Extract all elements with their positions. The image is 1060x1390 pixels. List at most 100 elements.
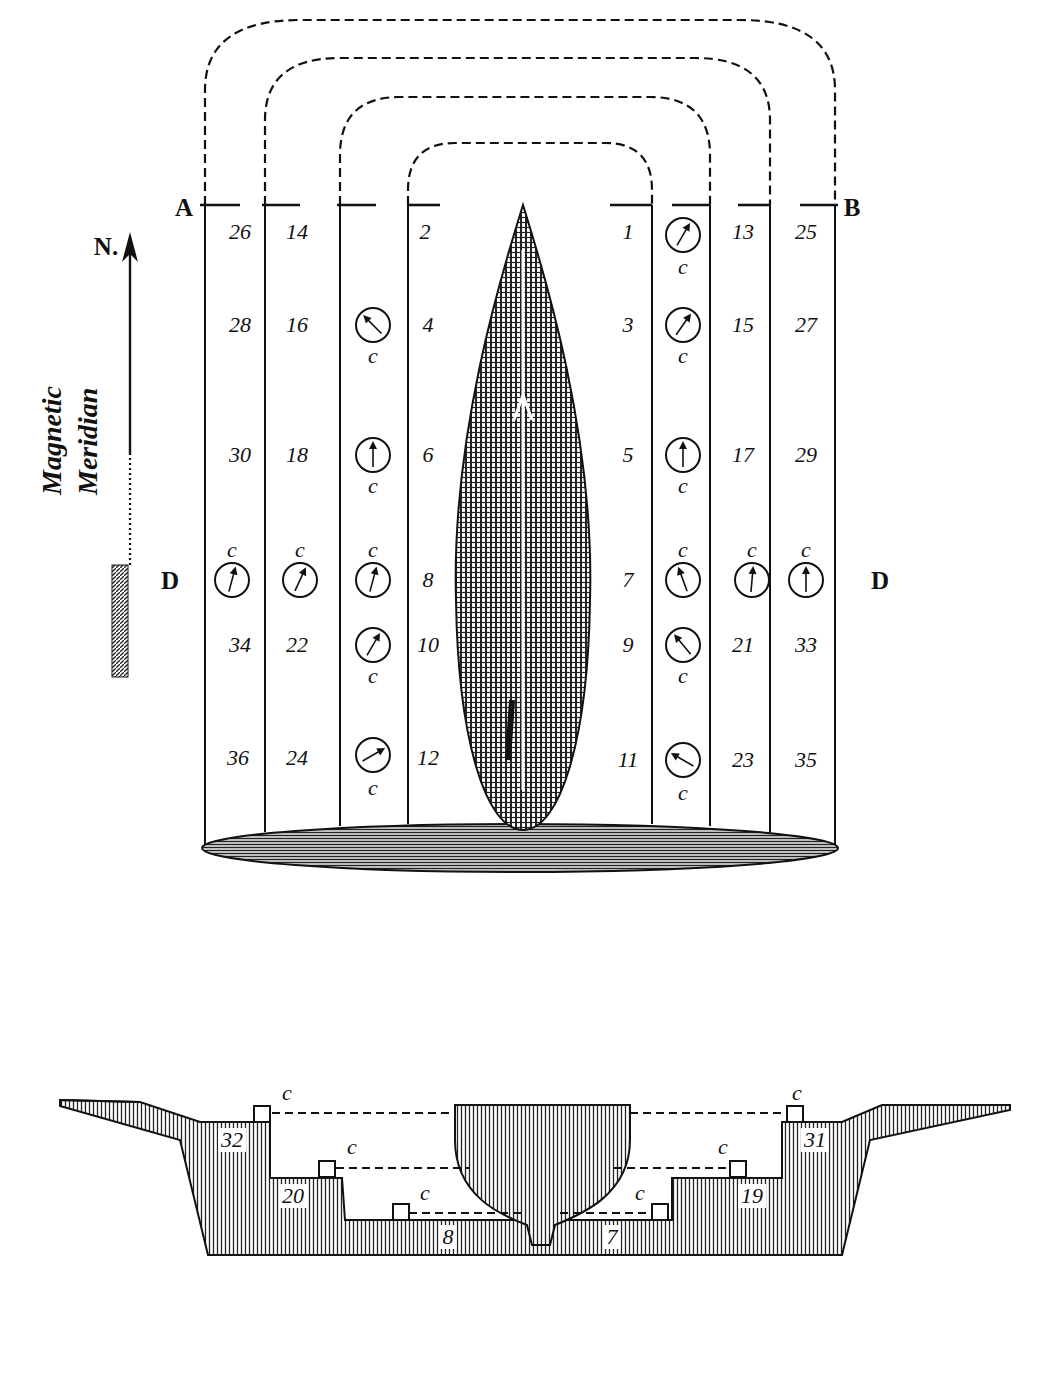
compass-needle bbox=[360, 312, 384, 336]
station-label: 28 bbox=[229, 314, 251, 336]
compass-needle bbox=[369, 441, 377, 467]
station-label: 18 bbox=[286, 444, 308, 466]
station-label: c bbox=[678, 256, 688, 278]
station-label: c bbox=[368, 475, 378, 497]
compass-ring bbox=[215, 563, 249, 597]
station-label: 16 bbox=[286, 314, 308, 336]
dock-floor bbox=[202, 824, 838, 872]
ship-section bbox=[455, 1105, 630, 1245]
compass-ring bbox=[356, 308, 390, 342]
altar-line bbox=[205, 205, 835, 848]
compass-ring bbox=[735, 563, 769, 597]
compass-symbol bbox=[215, 563, 249, 597]
compass-ring bbox=[356, 563, 390, 597]
station-label: 8 bbox=[440, 1225, 457, 1249]
station-label: c bbox=[368, 345, 378, 367]
compass-group bbox=[215, 218, 823, 777]
station-label: 6 bbox=[423, 444, 434, 466]
reference-letter: D bbox=[161, 568, 179, 593]
compass-symbol bbox=[283, 563, 317, 597]
station-label: 3 bbox=[623, 314, 634, 336]
compass-symbol bbox=[666, 218, 700, 252]
compass-ring bbox=[356, 628, 390, 662]
station-label: 32 bbox=[218, 1128, 246, 1152]
dock-section bbox=[60, 1100, 1010, 1255]
compass-needle bbox=[674, 221, 694, 248]
section-line bbox=[200, 204, 838, 207]
station-label: 22 bbox=[286, 634, 308, 656]
station-label: c bbox=[635, 1182, 645, 1204]
ship-plan bbox=[456, 205, 591, 830]
station-label: 21 bbox=[732, 634, 754, 656]
station-label: 10 bbox=[417, 634, 439, 656]
station-label: 12 bbox=[417, 747, 439, 769]
station-label: 1 bbox=[623, 221, 634, 243]
compass-needle bbox=[671, 632, 694, 657]
station-label: 9 bbox=[623, 634, 634, 656]
compass-symbol bbox=[356, 308, 390, 342]
station-label: c bbox=[282, 1082, 292, 1104]
compass-ring bbox=[666, 438, 700, 472]
compass-symbol bbox=[356, 738, 390, 772]
compass-needle bbox=[747, 566, 757, 593]
station-label: c bbox=[368, 665, 378, 687]
compass-symbol bbox=[666, 628, 700, 662]
station-label: c bbox=[295, 539, 305, 561]
station-label: 17 bbox=[732, 444, 754, 466]
keel-line bbox=[522, 250, 525, 790]
station-label: c bbox=[678, 539, 688, 561]
station-label: 29 bbox=[795, 444, 817, 466]
station-label: 2 bbox=[420, 221, 431, 243]
compass-needle bbox=[225, 565, 239, 592]
station-label: c bbox=[792, 1082, 802, 1104]
compass-needle bbox=[674, 565, 690, 592]
station-label: 14 bbox=[286, 221, 308, 243]
station-label: c bbox=[368, 539, 378, 561]
compass-needle bbox=[679, 441, 687, 467]
dashed-arc bbox=[205, 20, 835, 205]
station-label: 24 bbox=[286, 747, 308, 769]
compass-ring bbox=[283, 563, 317, 597]
station-label: 23 bbox=[732, 749, 754, 771]
sight-line bbox=[272, 1113, 786, 1213]
keel-mark bbox=[508, 700, 512, 760]
station-label: c bbox=[678, 782, 688, 804]
compass-ring bbox=[666, 743, 700, 777]
station-label: 15 bbox=[732, 314, 754, 336]
station-label: 34 bbox=[229, 634, 251, 656]
compass-needle bbox=[802, 566, 810, 592]
compass-ring bbox=[356, 738, 390, 772]
station-label: 31 bbox=[801, 1128, 829, 1152]
station-label: 25 bbox=[795, 221, 817, 243]
compass-ring bbox=[789, 563, 823, 597]
reference-letter: B bbox=[844, 195, 861, 220]
compass-ring bbox=[666, 218, 700, 252]
compass-box bbox=[254, 1106, 803, 1220]
station-label: 19 bbox=[738, 1184, 766, 1208]
station-label: c bbox=[747, 539, 757, 561]
station-label: c bbox=[227, 539, 237, 561]
station-label: 7 bbox=[623, 569, 634, 591]
compass-ring bbox=[666, 628, 700, 662]
station-label: 7 bbox=[604, 1225, 621, 1249]
compass-ring bbox=[356, 438, 390, 472]
station-label: c bbox=[368, 777, 378, 799]
compass-symbol bbox=[356, 628, 390, 662]
compass-symbol bbox=[666, 438, 700, 472]
station-label: 13 bbox=[732, 221, 754, 243]
station-label: 35 bbox=[795, 749, 817, 771]
station-label: c bbox=[718, 1136, 728, 1158]
station-label: c bbox=[678, 665, 688, 687]
compass-needle bbox=[673, 311, 694, 337]
station-label: 20 bbox=[279, 1184, 307, 1208]
reference-letter: N. bbox=[94, 234, 118, 259]
reference-letter: D bbox=[871, 568, 889, 593]
station-label: c bbox=[678, 475, 688, 497]
reference-letter: A bbox=[175, 195, 193, 220]
keel-arrow bbox=[514, 395, 532, 420]
compass-symbol bbox=[356, 563, 390, 597]
compass-needle bbox=[366, 565, 380, 592]
compass-ring bbox=[666, 308, 700, 342]
station-label: 33 bbox=[795, 634, 817, 656]
